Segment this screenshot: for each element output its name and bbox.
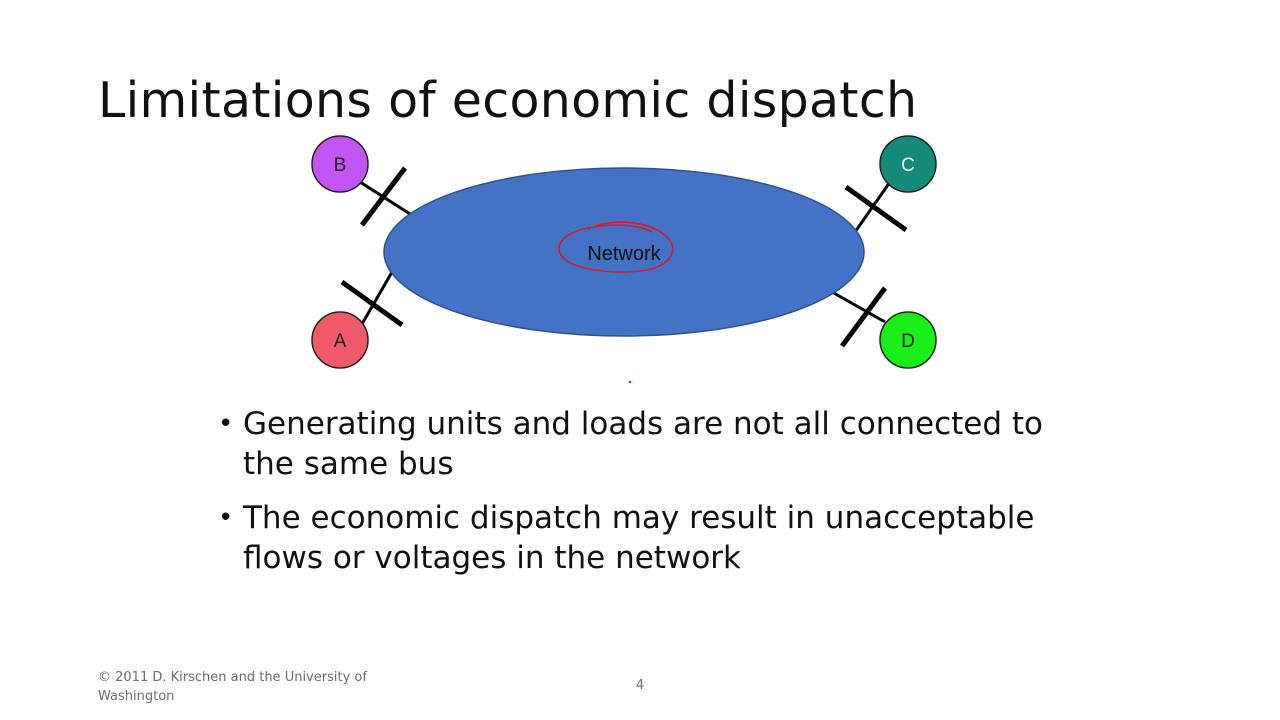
bullet-item: • The economic dispatch may result in un…: [218, 498, 1078, 578]
page-number: 4: [635, 678, 645, 693]
node-b: B: [311, 135, 369, 193]
node-a-label: A: [334, 331, 347, 352]
line-d: [831, 290, 886, 324]
bullet-text: Generating units and loads are not all c…: [243, 406, 1043, 482]
slide-title: Limitations of economic dispatch: [98, 72, 918, 129]
node-d: D: [879, 311, 937, 369]
breaker-c: [844, 184, 908, 233]
breaker-d: [839, 286, 888, 348]
bullet-dot-icon: •: [218, 503, 234, 533]
annotation-circle: [558, 221, 674, 273]
bullet-text: The economic dispatch may result in unac…: [243, 500, 1035, 576]
breaker-a: [340, 279, 404, 328]
node-a: A: [311, 311, 369, 369]
node-c-label: C: [901, 155, 915, 176]
bullet-list: • Generating units and loads are not all…: [218, 404, 1078, 592]
line-a: [360, 271, 394, 325]
node-b-label: B: [334, 155, 347, 176]
bullet-item: • Generating units and loads are not all…: [218, 404, 1078, 484]
node-c: C: [879, 135, 937, 193]
annotation-dot: [628, 380, 632, 384]
bullet-dot-icon: •: [218, 409, 234, 439]
node-d-label: D: [901, 331, 915, 352]
breaker-b: [360, 166, 407, 227]
footer-copyright: © 2011 D. Kirschen and the University of…: [98, 670, 367, 704]
network-label: Network: [587, 243, 661, 265]
network-ellipse: [383, 167, 865, 337]
